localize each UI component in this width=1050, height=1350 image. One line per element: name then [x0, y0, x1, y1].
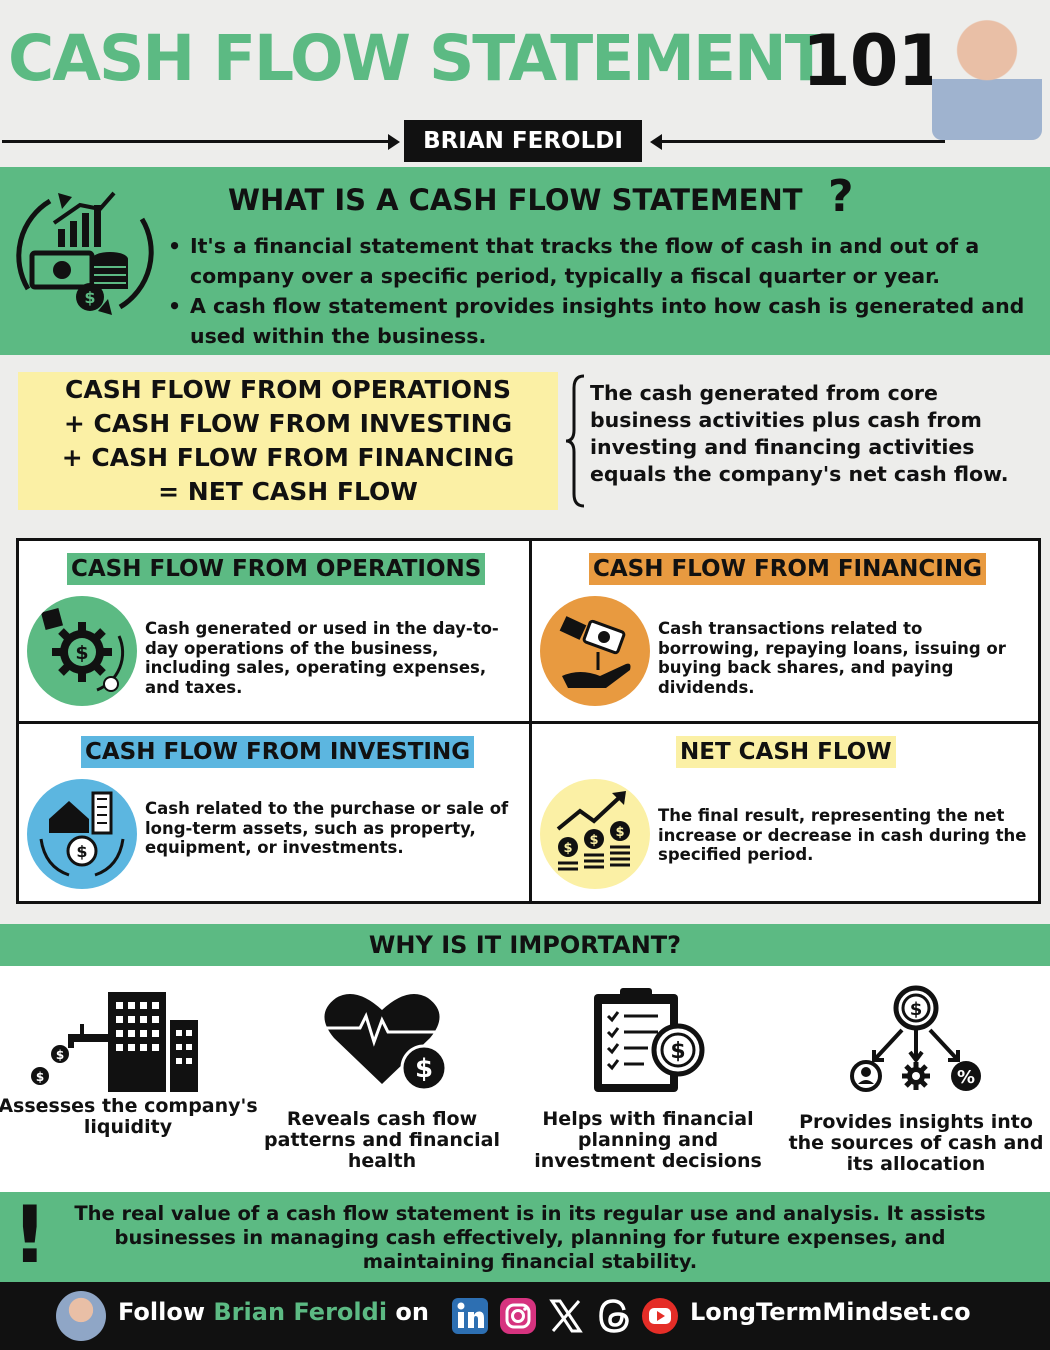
follow-suffix: on — [395, 1298, 429, 1326]
property-investment-icon: $ — [27, 779, 137, 889]
author-photo — [932, 4, 1042, 140]
net-cash-flow-title: NET CASH FLOW — [676, 736, 896, 768]
svg-text:$: $ — [910, 999, 923, 1020]
svg-text:$: $ — [670, 1039, 685, 1064]
financing-title: CASH FLOW FROM FINANCING — [589, 553, 986, 585]
title-row: CASH FLOW STATEMENT 101 — [0, 18, 1050, 108]
why-item-planning: $ Helps with financial planning and inve… — [518, 966, 778, 1192]
operations-card: CASH FLOW FROM OPERATIONS $ Cash generat… — [19, 541, 529, 721]
question-mark-icon: ? — [828, 171, 854, 222]
key-takeaway-text: The real value of a cash flow statement … — [74, 1202, 986, 1273]
arrow-left-icon — [650, 134, 662, 150]
clipboard-dollar-icon: $ — [594, 988, 705, 1092]
right-arrow-line — [660, 140, 945, 143]
what-is-title: WHAT IS A CASH FLOW STATEMENT — [228, 183, 803, 217]
gear-dollar-icon: $ — [27, 596, 137, 706]
grid-divider-horizontal — [19, 721, 1038, 724]
dollar-allocation-icon: $ % — [850, 985, 981, 1092]
net-cash-flow-text: The final result, representing the net i… — [658, 806, 1027, 864]
hand-money-icon — [540, 596, 650, 706]
components-grid: CASH FLOW FROM OPERATIONS $ Cash generat… — [16, 538, 1041, 904]
website-link[interactable]: LongTermMindset.co — [690, 1298, 971, 1326]
linkedin-icon[interactable] — [450, 1296, 490, 1336]
follow-prefix: Follow — [118, 1298, 206, 1326]
formula-description: The cash generated from core business ac… — [590, 381, 1009, 486]
svg-text:$: $ — [36, 1070, 44, 1084]
author-row: BRIAN FEROLDI — [0, 120, 1050, 164]
why-text-allocation: Provides insights into the sources of ca… — [788, 1111, 1044, 1175]
what-is-bullets: It's a financial statement that tracks t… — [166, 231, 1036, 351]
youtube-icon[interactable] — [640, 1296, 680, 1336]
author-name-tag: BRIAN FEROLDI — [404, 120, 642, 162]
page-title-number: 101 — [802, 20, 946, 102]
left-arrow-line — [2, 140, 390, 143]
footer: Follow Brian Feroldi on LongTermMindset.… — [0, 1282, 1050, 1350]
growth-coins-icon: $ $ $ — [540, 779, 650, 889]
page-title: CASH FLOW STATEMENT — [8, 22, 828, 95]
why-text-patterns: Reveals cash flow patterns and financial… — [264, 1108, 500, 1172]
why-important-title: WHY IS IT IMPORTANT? — [368, 931, 682, 959]
why-important-area: $ $ Assesses the company's liquidity $ R… — [0, 966, 1050, 1192]
instagram-icon[interactable] — [498, 1296, 538, 1336]
investing-title: CASH FLOW FROM INVESTING — [81, 736, 475, 768]
author-avatar — [56, 1291, 106, 1341]
net-cash-flow-card: NET CASH FLOW $ $ $ The final result, re… — [532, 724, 1042, 904]
formula-line-financing: + CASH FLOW FROM FINANCING — [61, 443, 515, 472]
exclamation-icon: ! — [12, 1191, 48, 1281]
svg-text:$: $ — [415, 1054, 433, 1084]
formula-box: CASH FLOW FROM OPERATIONS + CASH FLOW FR… — [18, 372, 558, 510]
why-item-patterns: $ Reveals cash flow patterns and financi… — [252, 966, 512, 1192]
investing-card: CASH FLOW FROM INVESTING $ Cash related … — [19, 724, 529, 904]
svg-text:$: $ — [76, 842, 87, 861]
arrow-right-icon — [388, 134, 400, 150]
investing-text: Cash related to the purchase or sale of … — [145, 799, 509, 857]
why-important-bar: WHY IS IT IMPORTANT? — [0, 924, 1050, 966]
key-takeaway: ! The real value of a cash flow statemen… — [0, 1192, 1050, 1282]
svg-text:$: $ — [75, 642, 88, 664]
threads-icon[interactable] — [594, 1296, 634, 1336]
formula-line-result: = NET CASH FLOW — [158, 477, 418, 506]
what-is-section: $ WHAT IS A CASH FLOW STATEMENT ? It's a… — [0, 167, 1050, 355]
follow-name[interactable]: Brian Feroldi — [213, 1298, 388, 1326]
svg-text:$: $ — [84, 288, 95, 307]
financing-card: CASH FLOW FROM FINANCING Cash transactio… — [532, 541, 1042, 721]
building-faucet-icon: $ $ — [31, 992, 198, 1092]
svg-text:$: $ — [563, 841, 572, 856]
svg-text:%: % — [957, 1067, 975, 1088]
follow-text: Follow Brian Feroldi on — [118, 1298, 429, 1326]
x-icon[interactable] — [546, 1296, 586, 1336]
what-is-bullet: A cash flow statement provides insights … — [166, 291, 1036, 351]
why-text-planning: Helps with financial planning and invest… — [534, 1108, 762, 1172]
cash-cycle-icon: $ — [16, 191, 154, 315]
why-item-allocation: $ % Provides insights into the sources o… — [786, 966, 1046, 1192]
why-item-liquidity: $ $ Assesses the company's liquidity — [0, 966, 260, 1192]
svg-text:$: $ — [615, 825, 624, 840]
why-text-liquidity: Assesses the company's liquidity — [0, 1095, 258, 1138]
financing-text: Cash transactions related to borrowing, … — [658, 619, 1006, 697]
curly-brace-icon — [565, 374, 585, 508]
what-is-bullet: It's a financial statement that tracks t… — [166, 231, 1036, 291]
svg-text:$: $ — [589, 833, 598, 848]
operations-title: CASH FLOW FROM OPERATIONS — [67, 553, 486, 585]
svg-text:$: $ — [56, 1048, 64, 1062]
formula-line-investing: + CASH FLOW FROM INVESTING — [63, 409, 513, 438]
operations-text: Cash generated or used in the day-to-day… — [145, 619, 499, 697]
formula-line-operations: CASH FLOW FROM OPERATIONS — [65, 375, 511, 404]
heart-dollar-icon: $ — [324, 994, 448, 1092]
